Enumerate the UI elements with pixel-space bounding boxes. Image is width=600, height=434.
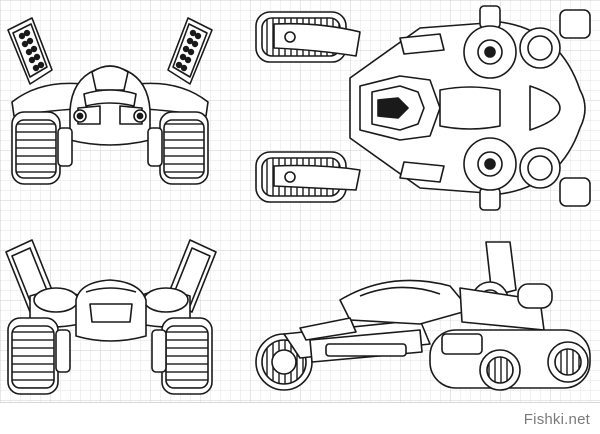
rear-track-left xyxy=(7,317,71,395)
rear-view xyxy=(5,239,217,395)
missile-pod-right xyxy=(167,17,213,85)
rear-track-right xyxy=(151,317,213,395)
top-turret-upper xyxy=(463,5,561,79)
top-turret-lower xyxy=(463,137,561,211)
top-view xyxy=(255,5,591,211)
top-track-upper xyxy=(255,11,361,63)
front-track-left xyxy=(11,111,73,185)
missile-pod-left xyxy=(7,17,53,85)
side-view xyxy=(255,241,591,391)
footer-divider xyxy=(0,402,600,403)
side-track-rear xyxy=(429,329,591,391)
watermark-credit: Fishki.net xyxy=(523,411,590,428)
front-view xyxy=(7,17,213,185)
front-track-right xyxy=(147,111,209,185)
blueprint-sheet xyxy=(0,0,600,402)
front-hull xyxy=(69,69,151,146)
top-track-lower xyxy=(255,151,361,203)
